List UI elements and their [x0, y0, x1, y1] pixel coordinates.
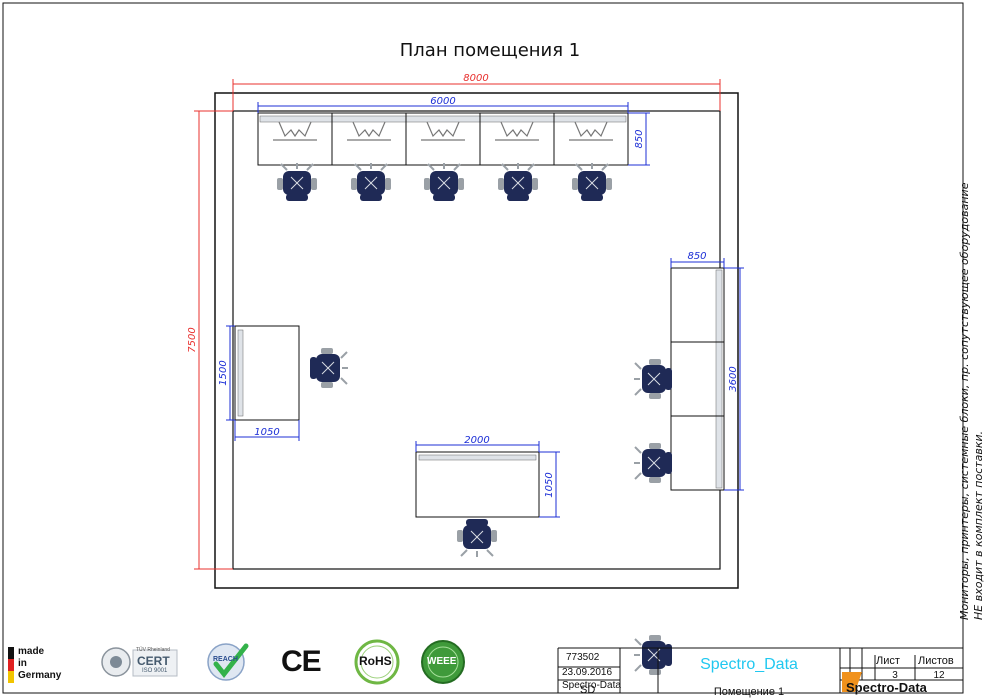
made-in-germany-flag — [8, 647, 14, 683]
rohs-text: RoHS — [359, 654, 392, 668]
ce-mark: CE — [281, 645, 322, 678]
office-chair-icon — [351, 163, 391, 201]
right-desks-depth-dimension — [670, 258, 725, 268]
left-desk-length-label: 1500 — [218, 360, 229, 385]
right-desks-depth-label: 850 — [687, 251, 706, 262]
center-desk-length-dimension — [415, 441, 540, 452]
reach-text: REACH — [213, 656, 238, 663]
left-desk-length-dimension — [226, 325, 235, 421]
equipment-note-line-1: Мониторы, принтеры, системные блоки, пр.… — [958, 182, 971, 620]
office-chair-icon — [310, 348, 348, 388]
monitor-icon — [421, 121, 465, 141]
monitor-icon — [495, 121, 539, 141]
room-height-label: 7500 — [187, 327, 198, 352]
reach-badge — [207, 643, 249, 681]
monitor-icon — [347, 121, 391, 141]
left-desk — [234, 325, 300, 421]
office-chair-icon — [457, 519, 497, 557]
made-in-line-3: Germany — [18, 670, 62, 681]
cert-sub-text: TÜV Rheinland — [136, 647, 170, 653]
monitor-icon — [569, 121, 613, 141]
doc-date: 23.09.2016 — [562, 667, 613, 678]
sheet-number: 3 — [892, 670, 898, 681]
doc-code: SD — [580, 684, 596, 696]
top-desks-depth-label: 850 — [634, 129, 645, 148]
top-desks-length-dimension — [257, 102, 629, 113]
made-in-germany-logo: made in Germany — [18, 646, 61, 682]
equipment-note-line-2: НЕ входит в комплект поставки. — [972, 430, 985, 620]
doc-company: Spectro-Data — [562, 680, 621, 691]
right-desk-row — [670, 267, 725, 491]
equipment-note: Мониторы, принтеры, системные блоки, пр.… — [958, 60, 986, 620]
made-in-line-1: made — [18, 646, 45, 657]
sheet-label: Лист — [876, 655, 900, 667]
left-desk-width-dimension — [234, 420, 300, 441]
room-height-dimension — [194, 110, 233, 570]
office-chair-icon — [498, 163, 538, 201]
room-width-dimension — [232, 79, 721, 111]
office-chair-icon — [572, 163, 612, 201]
center-desk — [415, 451, 540, 518]
cert-text: CERT — [137, 654, 170, 668]
tuv-cert-badge — [101, 647, 178, 677]
room-outer-wall — [214, 92, 739, 589]
monitor-icon — [273, 121, 317, 141]
office-chair-icon — [634, 443, 672, 483]
center-desk-depth-dimension — [539, 451, 560, 518]
sheets-total: 12 — [933, 670, 945, 681]
doc-number: 773502 — [566, 652, 600, 663]
project-name: Spectro_Data — [700, 656, 798, 673]
room-name: Помещение 1 — [713, 686, 785, 698]
page-title: План помещения 1 — [399, 40, 581, 61]
made-in-line-2: in — [18, 658, 27, 669]
top-desks-length-label: 6000 — [430, 96, 455, 107]
rohs-badge — [354, 639, 400, 685]
title-block-grid — [557, 647, 963, 693]
sheet-frame — [2, 2, 964, 694]
office-chair-icon — [424, 163, 464, 201]
left-desk-width-label: 1050 — [254, 427, 279, 438]
right-desks-length-label: 3600 — [728, 366, 739, 391]
right-desks-length-dimension — [724, 267, 744, 491]
office-chair-icon — [277, 163, 317, 201]
office-chair-icon — [634, 359, 672, 399]
center-desk-length-label: 2000 — [464, 435, 489, 446]
center-desk-depth-label: 1050 — [544, 472, 555, 497]
brand-name: Spectro-Data — [846, 680, 927, 695]
weee-text: WEEE — [427, 656, 457, 667]
iso-text: ISO 9001 — [142, 668, 168, 674]
room-width-label: 8000 — [463, 73, 488, 84]
top-desk-row — [257, 112, 629, 166]
top-desks-depth-dimension — [628, 112, 650, 166]
spectro-data-brand-icon — [842, 672, 862, 692]
sheets-label: Листов — [918, 655, 954, 667]
weee-badge — [421, 640, 465, 684]
